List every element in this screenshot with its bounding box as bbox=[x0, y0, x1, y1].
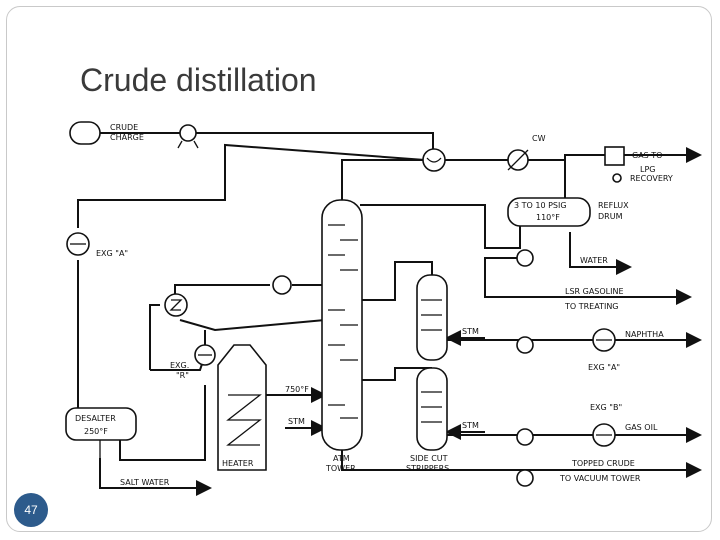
label-reflux-2: DRUM bbox=[598, 212, 623, 221]
label-water: WATER bbox=[580, 256, 608, 265]
label-cw: CW bbox=[532, 134, 546, 143]
label-exg-a-right: EXG "A" bbox=[588, 363, 620, 372]
label-reflux-1: REFLUX bbox=[598, 201, 629, 210]
label-drum-temp: 110°F bbox=[536, 213, 560, 222]
label-stm-mid: STM bbox=[288, 417, 305, 426]
diagram-labels: CRUDE CHARGE CW GAS TO LPG RECOVERY 3 TO… bbox=[75, 123, 673, 487]
heater bbox=[217, 344, 267, 471]
label-gas-to: GAS TO bbox=[632, 151, 662, 160]
label-lsr-gasoline: LSR GASOLINE bbox=[565, 287, 624, 296]
label-exg-b: EXG "B" bbox=[590, 403, 622, 412]
reflux-drum bbox=[507, 197, 591, 227]
label-lpg-2: RECOVERY bbox=[630, 174, 673, 183]
label-desalter-2: 250°F bbox=[84, 427, 108, 436]
label-exg-r-1: EXG. bbox=[170, 361, 189, 370]
piping bbox=[77, 132, 702, 496]
label-side-cut-1: SIDE CUT bbox=[410, 454, 448, 463]
label-to-vacuum: TO VACUUM TOWER bbox=[559, 474, 641, 483]
label-750f: 750°F bbox=[285, 385, 309, 394]
label-atm-1: ATM bbox=[333, 454, 350, 463]
label-lpg-1: LPG bbox=[640, 165, 655, 174]
label-stm-upper: STM bbox=[462, 327, 479, 336]
label-salt-water: SALT WATER bbox=[120, 478, 170, 487]
slide-frame bbox=[6, 6, 712, 532]
label-side-cut-2: STRIPPERS bbox=[406, 464, 449, 473]
page-number-badge: 47 bbox=[14, 493, 48, 527]
label-crude-charge-1: CRUDE bbox=[110, 123, 138, 132]
label-exg-a-left: EXG "A" bbox=[96, 249, 128, 258]
naphtha-pump bbox=[516, 336, 534, 354]
label-topped-crude: TOPPED CRUDE bbox=[571, 459, 635, 468]
crude-charge-vessel bbox=[69, 121, 101, 145]
label-naphtha: NAPHTHA bbox=[625, 330, 664, 339]
label-heater: HEATER bbox=[222, 459, 254, 468]
label-gas-oil: GAS OIL bbox=[625, 423, 658, 432]
label-atm-2: TOWER bbox=[325, 464, 356, 473]
label-stm-lower: STM bbox=[462, 421, 479, 430]
label-desalter-1: DESALTER bbox=[75, 414, 116, 423]
label-exg-r-2: "R" bbox=[176, 371, 189, 380]
overhead-exchanger bbox=[422, 148, 446, 172]
gas-knockout-box bbox=[604, 146, 625, 166]
crude-charge-pump bbox=[179, 124, 197, 142]
pumparound-pump bbox=[272, 275, 292, 295]
gas-oil-pump bbox=[516, 428, 534, 446]
label-to-treating: TO TREATING bbox=[564, 302, 619, 311]
label-crude-charge-2: CHARGE bbox=[110, 133, 144, 142]
topped-crude-pump bbox=[516, 469, 534, 487]
equipment bbox=[65, 121, 625, 487]
side-cut-stripper-lower bbox=[416, 367, 448, 451]
reflux-pump bbox=[516, 249, 534, 267]
label-drum-pressure: 3 TO 10 PSIG bbox=[514, 201, 567, 210]
desalter bbox=[65, 407, 137, 441]
side-cut-stripper-upper bbox=[416, 274, 448, 361]
slide-title: Crude distillation bbox=[80, 62, 317, 98]
